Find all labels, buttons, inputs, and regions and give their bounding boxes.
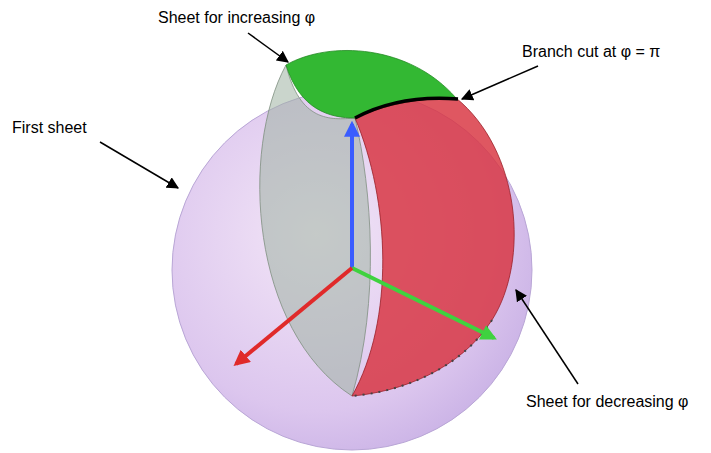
callout-label: Sheet for decreasing φ <box>526 392 688 411</box>
decreasing-sheet <box>352 98 514 396</box>
first-sheet <box>172 90 532 450</box>
y-axis <box>352 268 494 338</box>
callout-label: First sheet <box>12 118 87 137</box>
leader-line <box>100 142 178 188</box>
x-axis <box>236 268 352 364</box>
leader-line <box>462 66 538 99</box>
callout-label: Branch cut at φ = π <box>522 42 660 61</box>
sheet-edge <box>352 320 492 396</box>
leader-line <box>248 33 288 62</box>
z-axis <box>350 124 354 268</box>
callout-label: Sheet for increasing φ <box>158 8 315 27</box>
branch-cut <box>355 98 458 118</box>
leader-line <box>516 290 578 384</box>
